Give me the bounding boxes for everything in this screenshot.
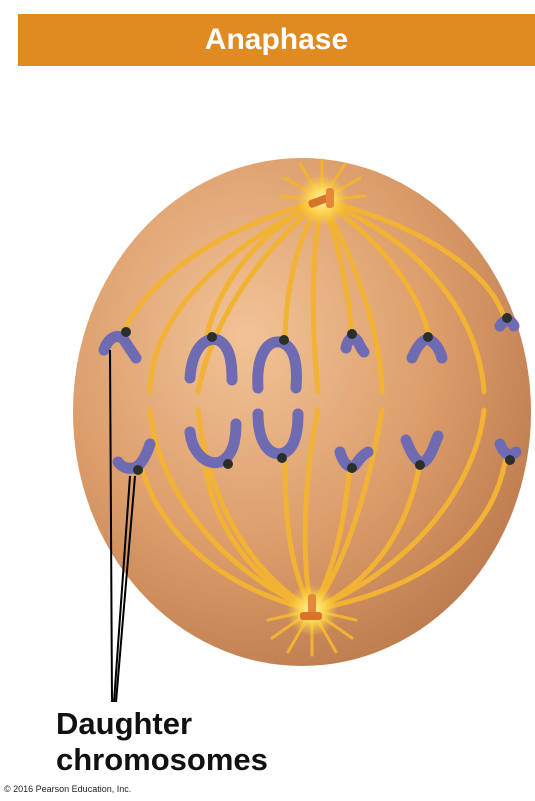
copyright-text: © 2016 Pearson Education, Inc. (4, 784, 131, 794)
label-line-2: chromosomes (56, 742, 268, 778)
daughter-chromosomes-label: Daughter chromosomes (56, 706, 268, 778)
label-line-1: Daughter (56, 706, 268, 742)
